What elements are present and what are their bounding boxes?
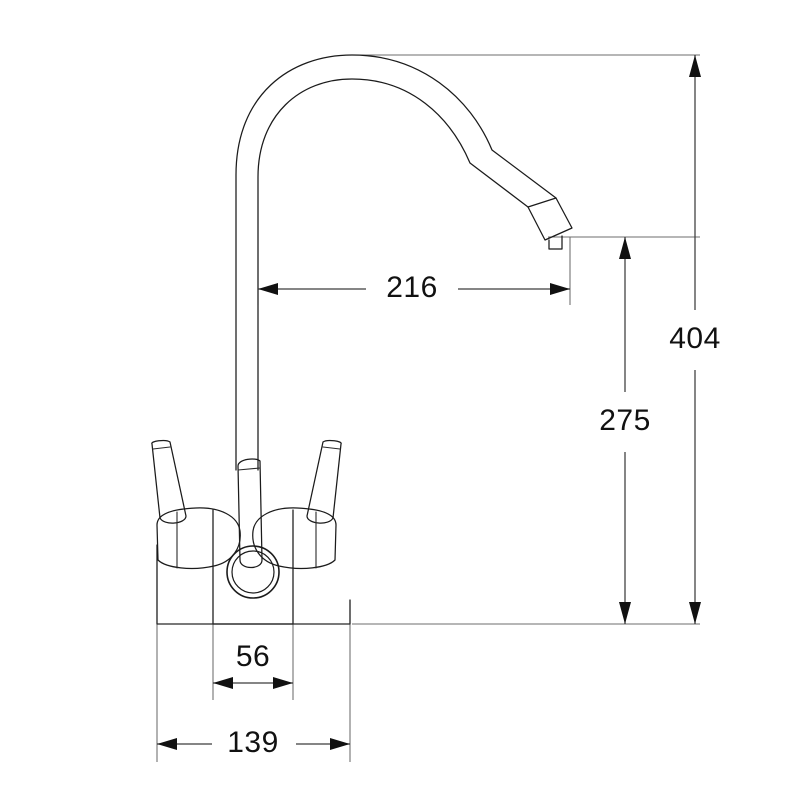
dim-label-56: 56 xyxy=(236,640,270,673)
body-ring-detail-outer xyxy=(226,545,280,599)
arrow-139-left xyxy=(157,738,177,750)
arrow-404-top xyxy=(689,55,701,77)
faucet-body-geometry xyxy=(151,54,573,625)
aerator-outlet-nub xyxy=(548,235,563,250)
right-lever-handle-stem xyxy=(306,439,342,524)
left-lever-handle-stem xyxy=(151,439,187,524)
dim-label-404: 404 xyxy=(669,322,721,355)
arrow-139-right xyxy=(330,738,350,750)
gooseneck-spout-inner xyxy=(257,78,529,471)
arrow-56-left xyxy=(213,677,233,689)
dim-label-139: 139 xyxy=(227,726,279,759)
center-lever-handle xyxy=(237,458,263,569)
dimension-spout-height: 275 xyxy=(599,237,651,624)
dim-label-216: 216 xyxy=(386,271,438,304)
gooseneck-spout-outer xyxy=(235,54,557,471)
center-lever-handle-cap xyxy=(237,467,261,471)
arrow-275-bottom xyxy=(619,602,631,624)
arrow-216-left xyxy=(258,283,278,295)
dimension-spout-reach: 216 xyxy=(258,271,570,304)
arrow-404-bottom xyxy=(689,602,701,624)
dim-label-275: 275 xyxy=(599,404,651,437)
arrow-216-right xyxy=(550,283,570,295)
left-handle-hub xyxy=(156,507,241,570)
arrow-56-right xyxy=(273,677,293,689)
aerator-collar xyxy=(527,197,573,241)
arrow-275-top xyxy=(619,237,631,259)
mounting-base xyxy=(156,544,351,625)
body-ring-detail-inner xyxy=(231,550,275,594)
dimension-base-width: 139 xyxy=(157,726,350,759)
right-lever-handle-cap xyxy=(322,446,341,450)
left-lever-handle-cap xyxy=(152,446,171,450)
dimension-spout-column-width: 56 xyxy=(213,640,293,689)
dimension-overall-height: 404 xyxy=(669,55,721,624)
right-handle-hub xyxy=(252,507,337,570)
